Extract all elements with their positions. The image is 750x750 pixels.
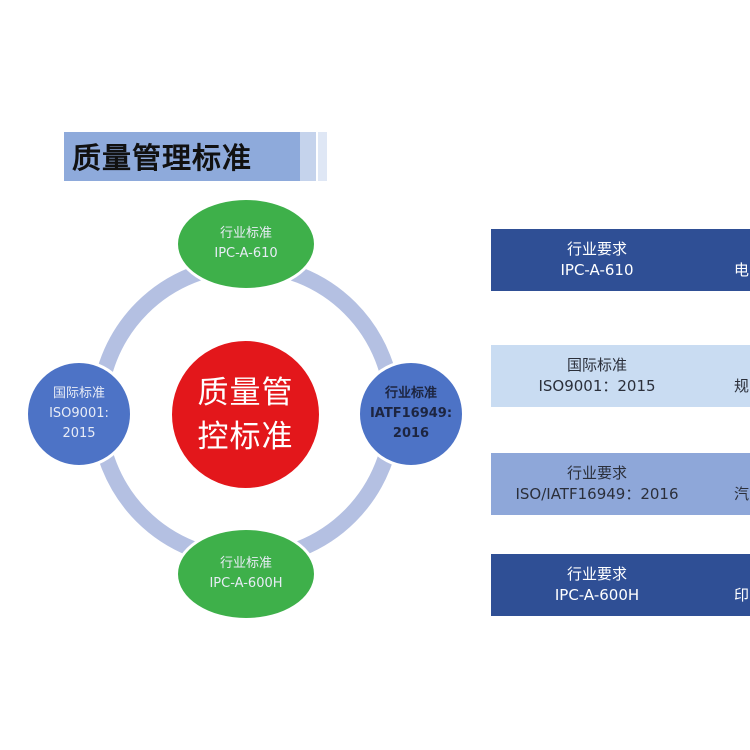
node-bottom-industry-standard: 行业标准 IPC-A-600H [175, 527, 317, 621]
center-text-line2: 控标准 [197, 418, 294, 455]
card-value: IPC-A-610 [560, 261, 634, 279]
page-title: 质量管理标准 [72, 141, 253, 175]
card-label: 行业要求 [566, 565, 627, 583]
title-accent-stripe [300, 132, 316, 181]
node-top-value: IPC-A-610 [214, 246, 278, 261]
card-label: 行业要求 [566, 464, 627, 482]
standard-card: 国际标准 ISO9001：2015 规 [491, 345, 750, 407]
standard-card: 行业要求 IPC-A-600H 印 [491, 554, 750, 616]
card-label: 行业要求 [566, 240, 627, 258]
node-left-value-line1: ISO9001: [49, 406, 109, 421]
card-side-text: 印 [734, 586, 750, 604]
card-value: ISO9001：2015 [538, 377, 656, 395]
title-banner [64, 132, 300, 181]
title-accent-stripe-light [318, 132, 327, 181]
center-text-line1: 质量管 [197, 374, 294, 411]
card-side-text: 规 [734, 377, 750, 395]
node-left-value-line2: 2015 [62, 426, 96, 441]
node-right-value-line1: IATF16949: [369, 406, 453, 421]
card-value: IPC-A-600H [554, 586, 640, 604]
center-quality-control-circle: 质量管 控标准 [169, 338, 322, 491]
node-right-label: 行业标准 [384, 386, 437, 401]
node-bottom-value: IPC-A-600H [209, 576, 283, 591]
card-label: 国际标准 [566, 356, 627, 374]
standard-card: 行业要求 IPC-A-610 电 [491, 229, 750, 291]
node-top-label: 行业标准 [219, 226, 272, 241]
card-side-text: 电 [734, 261, 750, 279]
node-right-industry-standard: 行业标准 IATF16949: 2016 [357, 360, 465, 468]
node-left-label: 国际标准 [52, 386, 105, 401]
node-top-industry-standard: 行业标准 IPC-A-610 [175, 197, 317, 291]
node-bottom-label: 行业标准 [219, 556, 272, 571]
card-value: ISO/IATF16949：2016 [515, 485, 679, 503]
node-left-international-standard: 国际标准 ISO9001: 2015 [25, 360, 133, 468]
standard-card: 行业要求 ISO/IATF16949：2016 汽 [491, 453, 750, 515]
node-right-value-line2: 2016 [392, 426, 430, 441]
card-side-text: 汽 [734, 485, 750, 503]
